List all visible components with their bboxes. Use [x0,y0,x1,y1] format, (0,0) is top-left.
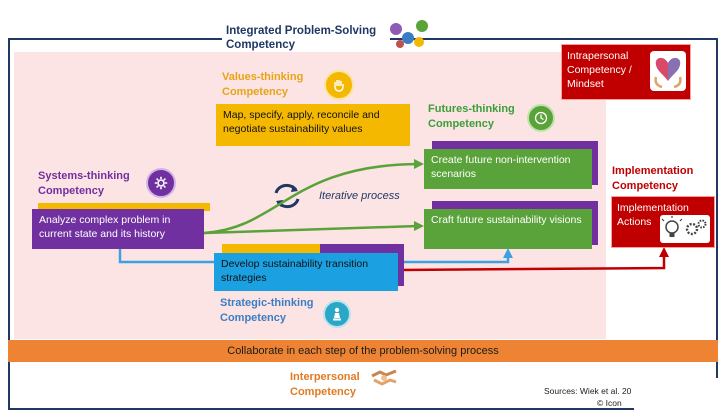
systems-box-shadow [38,203,210,211]
pink-background [14,52,606,339]
brain-heart-icon [650,51,686,91]
futures-thinking-label: Futures-thinking Competency [428,103,515,130]
copyright-text: © Icon [597,398,622,408]
hand-icon [324,70,354,100]
lightbulb-gears-icon [660,215,710,243]
handshake-icon [370,366,398,388]
futures-box2: Craft future sustainability visions [424,209,592,249]
futures-box2-text: Craft future sustainability visions [431,214,582,226]
systems-box: Analyze complex problem in current state… [32,209,204,249]
sources-text: Sources: Wiek et al. 20 [544,386,632,396]
collaborate-bar: Collaborate in each step of the problem-… [8,340,718,362]
diagram-title: Integrated Problem-Solving Competency [222,24,390,52]
systems-thinking-label: Systems-thinking Competency [38,170,130,197]
strategic-thinking-label: Strategic-thinking Competency [220,297,314,324]
futures-box1-text: Create future non-intervention scenarios [431,154,571,180]
strategic-box-text: Develop sustainability transition strate… [221,258,369,284]
intrapersonal-box: Intrapersonal Competency / Mindset [561,44,691,100]
futures-box1: Create future non-intervention scenarios [424,149,592,189]
values-box-text: Map, specify, apply, reconcile and negot… [223,109,380,135]
strategic-box-shadow-gold [222,244,332,254]
interpersonal-label: Interpersonal Competency [290,371,360,398]
values-thinking-label: Values-thinking Competency [222,71,304,98]
implementation-box: Implementation Actions [611,196,715,248]
implementation-box-text: Implementation Actions [617,202,689,228]
values-box: Map, specify, apply, reconcile and negot… [216,104,410,146]
iterative-process-label: Iterative process [319,190,400,202]
chess-piece-icon [323,300,351,328]
strategic-box: Develop sustainability transition strate… [214,253,398,291]
cluster-icon [390,20,428,48]
implementation-label: Implementation Competency [612,165,694,192]
intrapersonal-label: Intrapersonal Competency / Mindset [567,50,632,90]
systems-box-text: Analyze complex problem in current state… [39,214,171,240]
corner-mask [634,378,718,410]
title-icons [386,20,436,50]
gear-icon [146,168,176,198]
clock-icon [527,104,555,132]
